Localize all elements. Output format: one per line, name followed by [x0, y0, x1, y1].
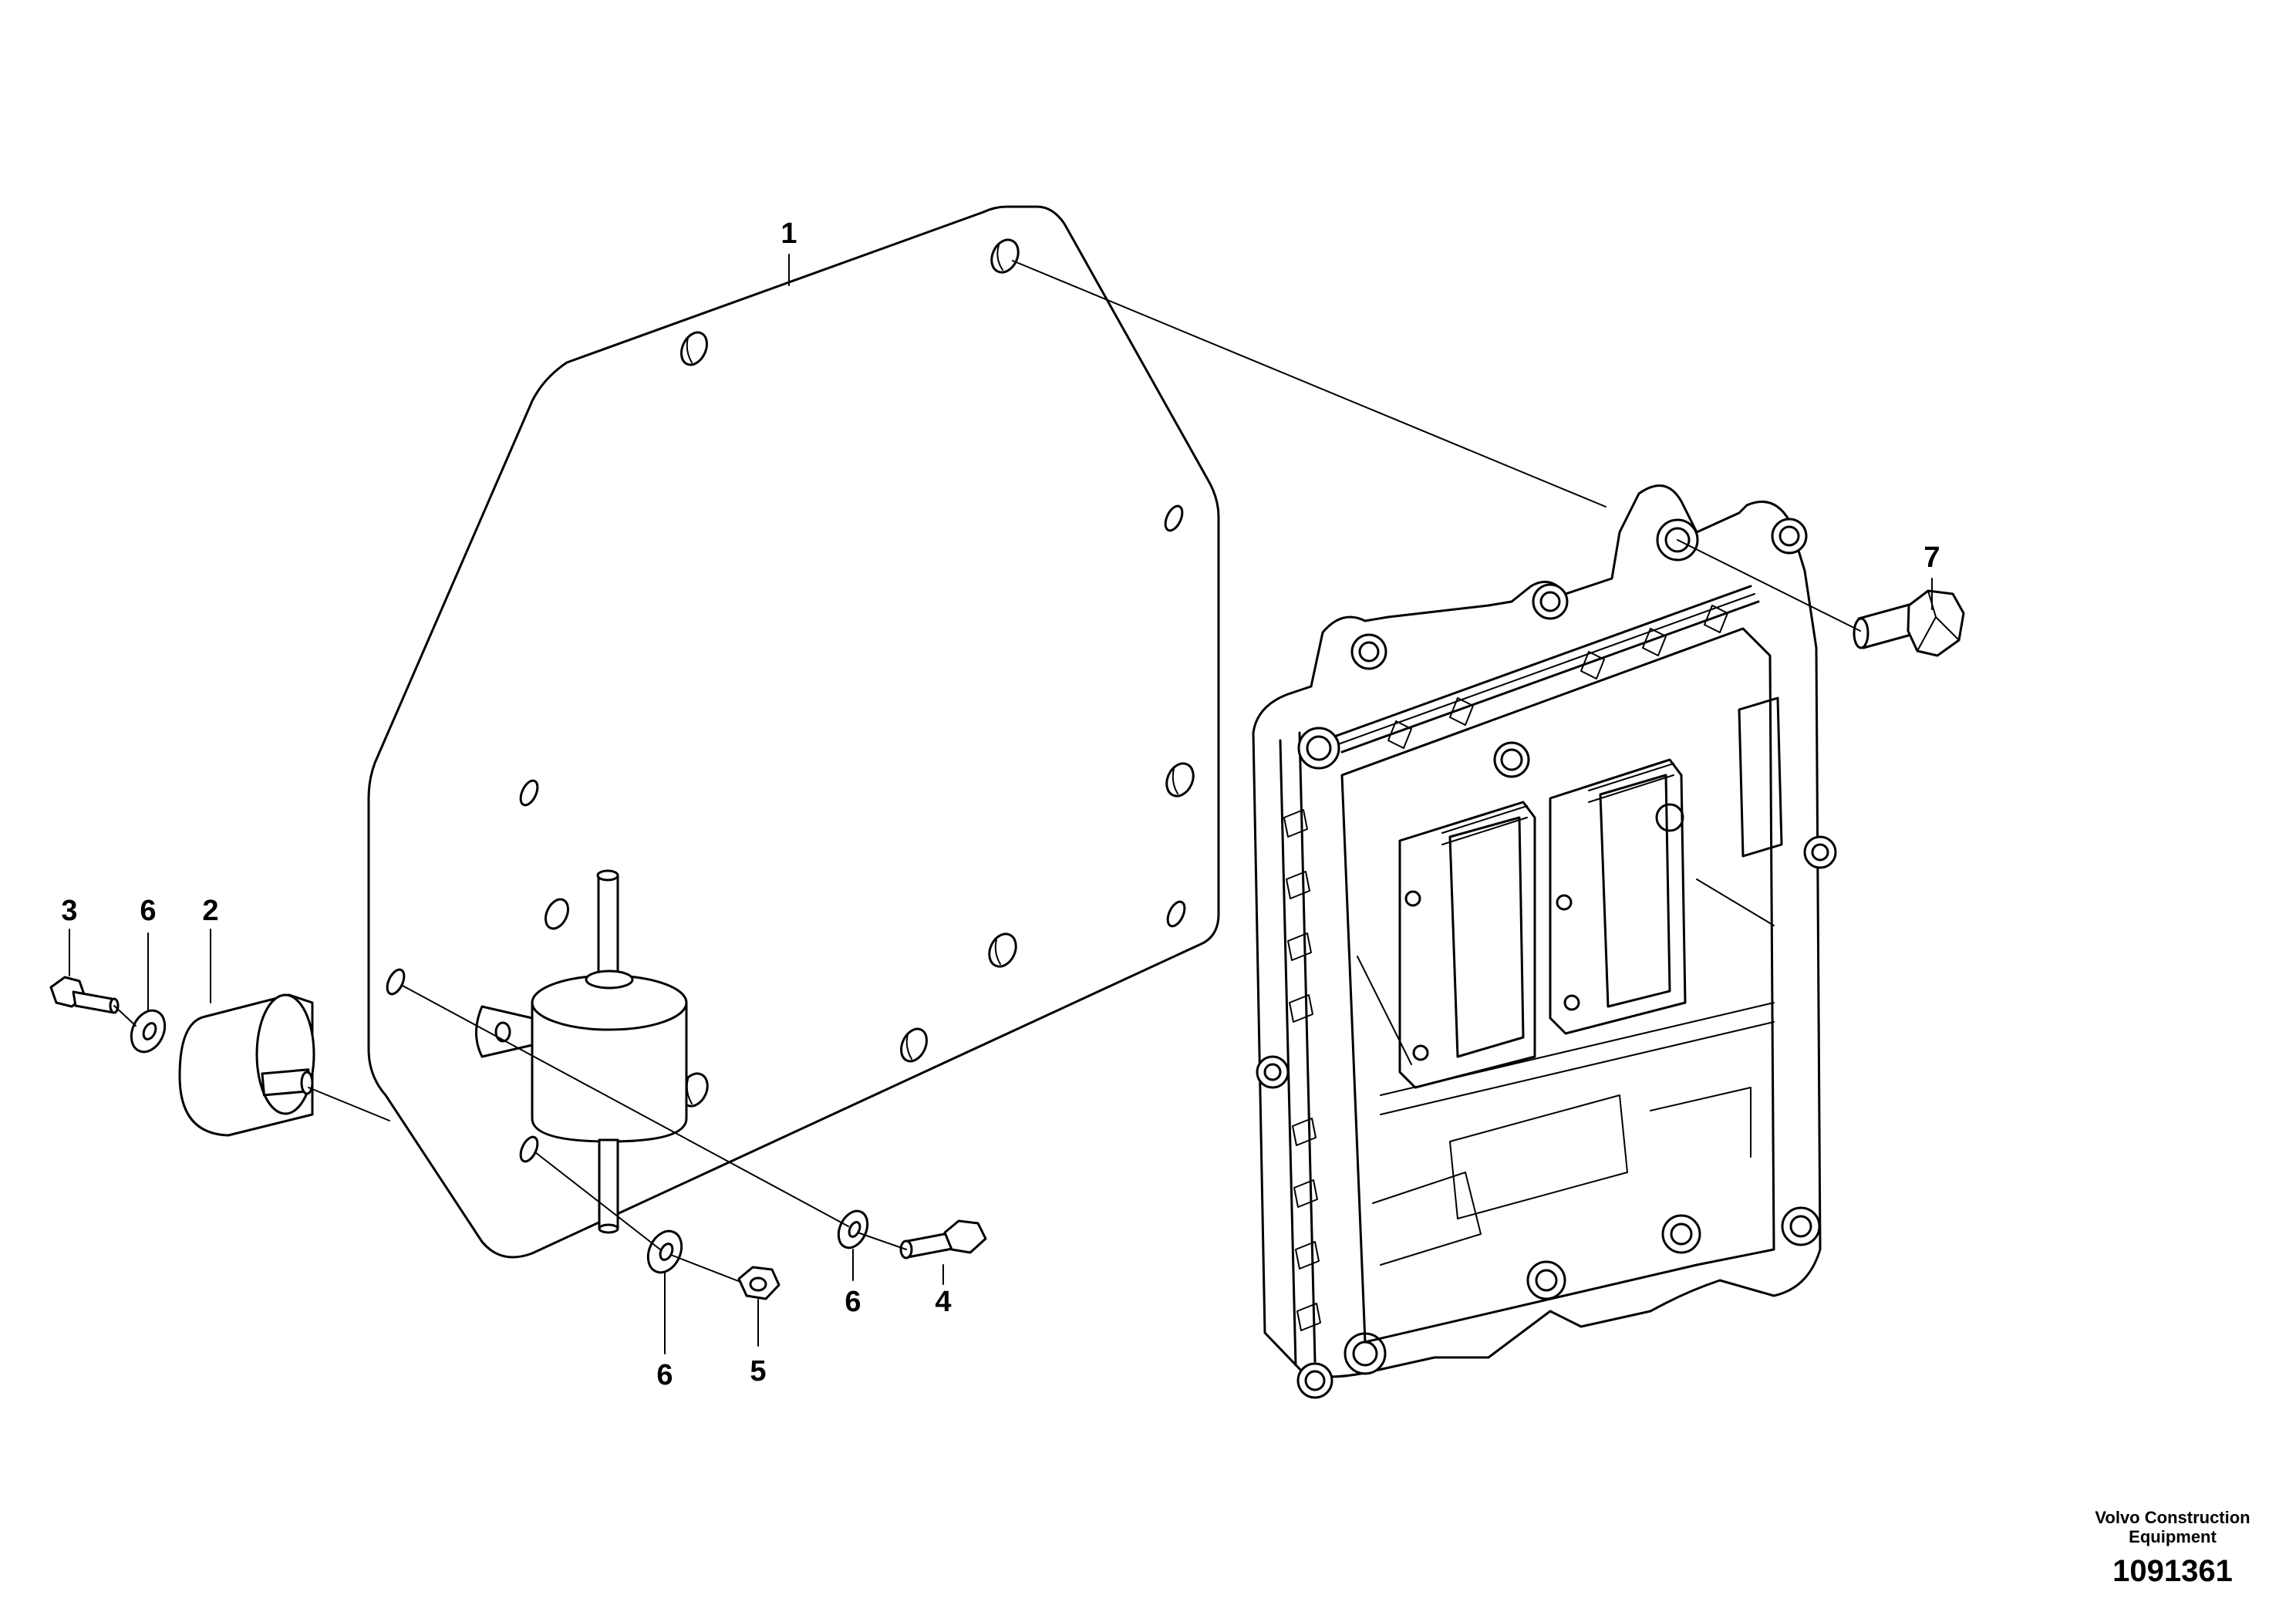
plate-mounted-filter — [475, 869, 688, 1234]
ecu-connector-right — [1549, 758, 1687, 1035]
callout-7: 7 — [1923, 541, 1940, 574]
callout-6-bottom: 6 — [656, 1359, 673, 1391]
rubber-mount — [178, 993, 315, 1137]
callout-6-middle: 6 — [845, 1286, 861, 1318]
manufacturer-credit-line1: Volvo Construction — [2095, 1508, 2250, 1527]
ecu-side-clips — [1283, 605, 1728, 1331]
assembly-lines — [69, 254, 1933, 1354]
ecu-label-plate — [1738, 696, 1783, 858]
washer-bottom — [646, 1229, 683, 1274]
engine-control-unit — [1252, 484, 1837, 1399]
nut — [737, 1266, 781, 1300]
ecu-mount-lugs — [1256, 518, 1837, 1399]
callout-1: 1 — [781, 218, 797, 250]
bolt-medium — [899, 1219, 987, 1259]
callout-6-left: 6 — [140, 895, 156, 927]
manufacturer-credit-line2: Equipment — [2129, 1527, 2217, 1546]
callout-labels: 1 2 3 4 5 6 6 6 7 — [61, 218, 1940, 1391]
washer-left — [130, 1009, 167, 1054]
washer-middle — [837, 1209, 869, 1249]
ecu-connector-left — [1398, 801, 1536, 1089]
mounting-plate — [367, 205, 1220, 1259]
footer: Volvo Construction Equipment 1091361 — [2095, 1508, 2250, 1588]
callout-4: 4 — [935, 1286, 951, 1318]
bolt-small — [49, 976, 120, 1014]
document-number: 1091361 — [2112, 1554, 2233, 1588]
callout-2: 2 — [202, 895, 218, 927]
callout-3: 3 — [61, 895, 77, 927]
bolt-large — [1853, 589, 1965, 657]
callout-5: 5 — [750, 1355, 766, 1388]
